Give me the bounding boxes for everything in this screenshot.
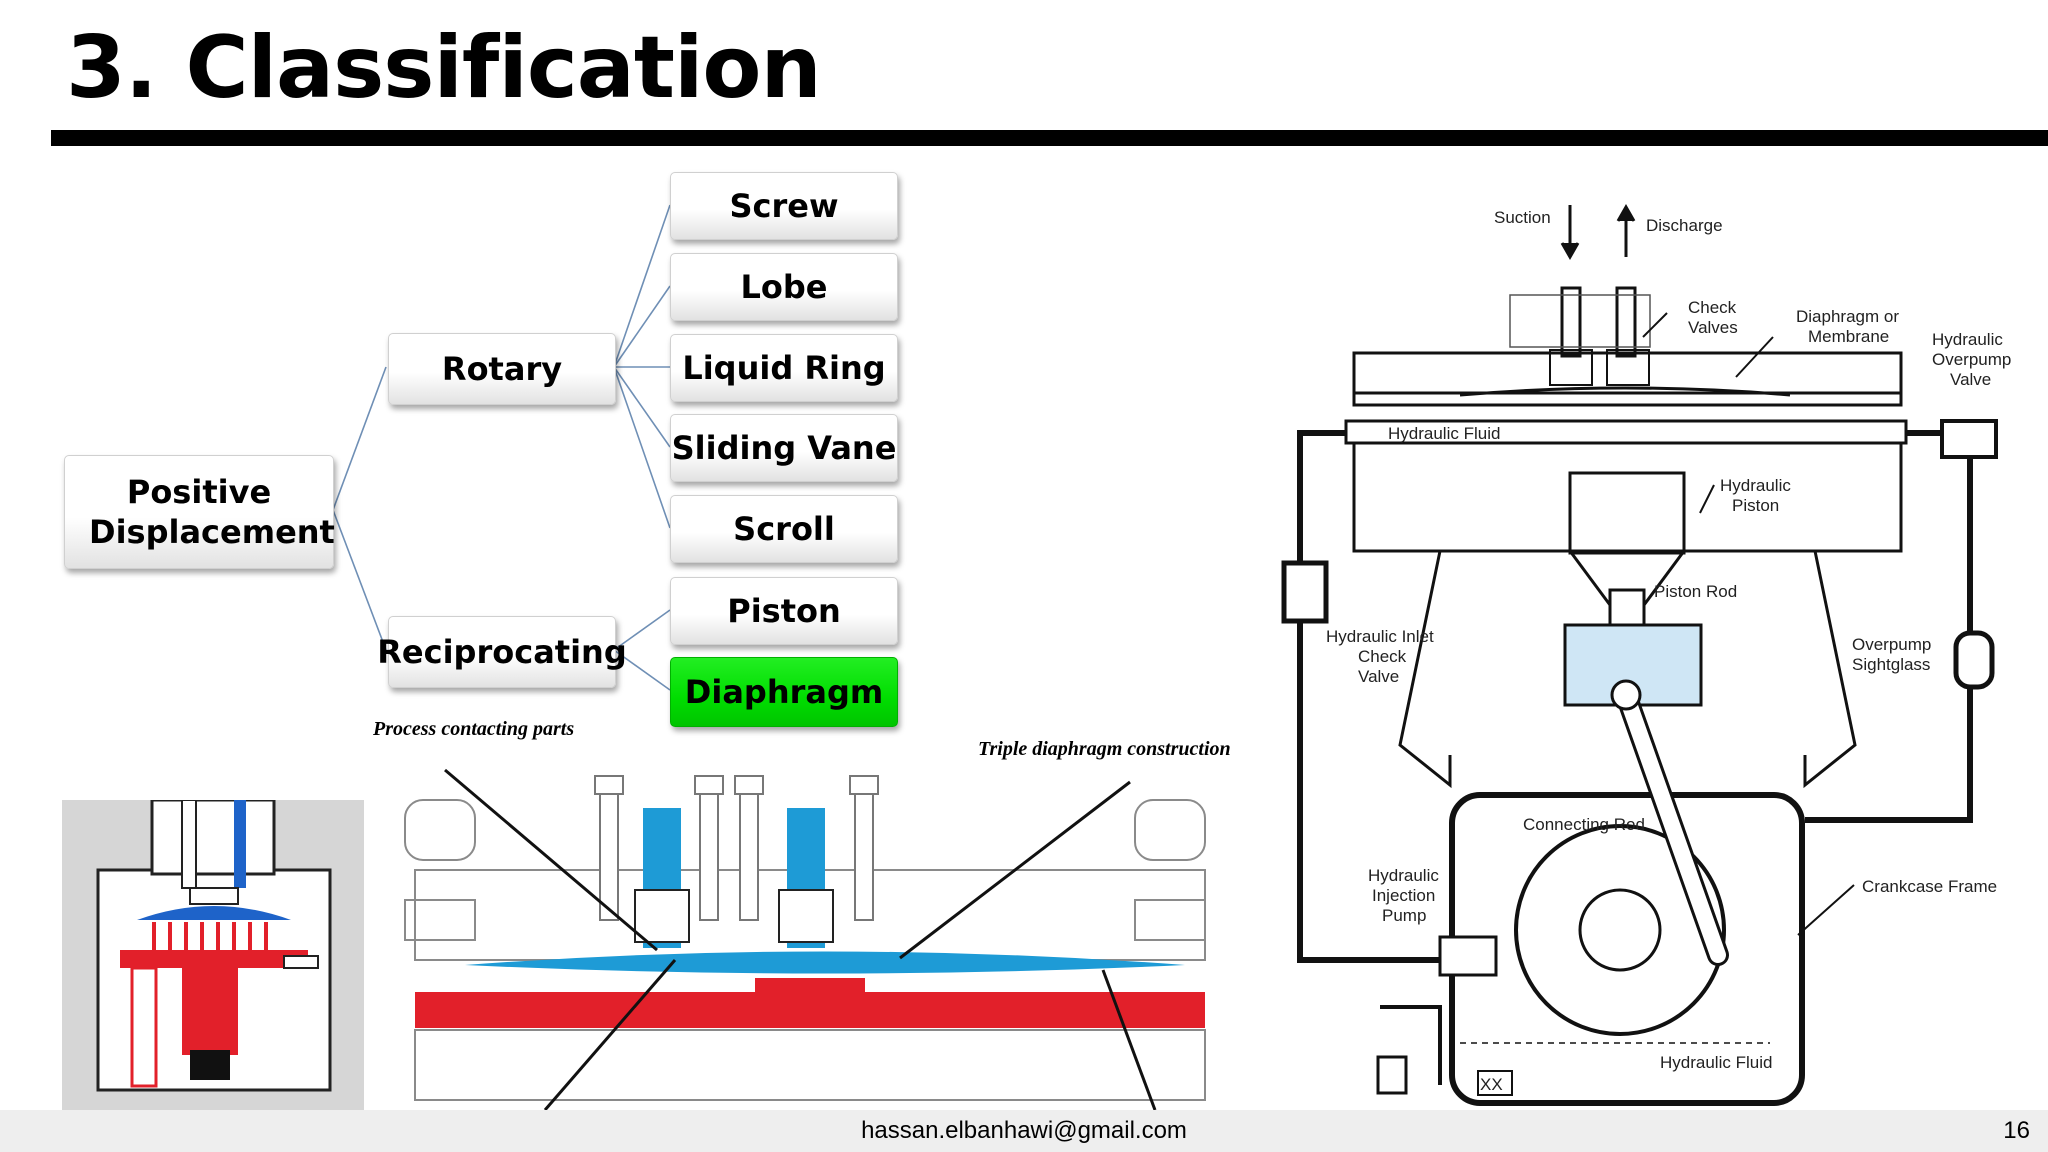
label-injection-pump-3: Pump xyxy=(1382,906,1426,925)
connector-root-reciprocating xyxy=(332,509,387,651)
label-inlet-check-2: Check xyxy=(1358,647,1407,666)
caption-process-contacting-parts: Process contacting parts xyxy=(373,718,575,740)
connector-rotary-screw xyxy=(613,204,671,368)
label-overpump-valve-3: Valve xyxy=(1950,370,1991,389)
node-diaphragm-highlighted: Diaphragm xyxy=(670,657,898,727)
triple-diaphragm-figure xyxy=(395,760,1215,1110)
label-inlet-check-3: Valve xyxy=(1358,667,1399,686)
label-hydraulic-piston-1: Hydraulic xyxy=(1720,476,1791,495)
node-lobe: Lobe xyxy=(670,253,898,321)
label-connecting-rod: Connecting Rod xyxy=(1523,815,1645,834)
connector-recip-piston xyxy=(613,609,671,651)
label-injection-pump-1: Hydraulic xyxy=(1368,866,1439,885)
node-scroll: Scroll xyxy=(670,495,898,563)
node-positive-displacement-label: Positive Displacement xyxy=(89,473,335,551)
node-positive-displacement: Positive Displacement xyxy=(64,455,335,569)
node-liquid-ring: Liquid Ring xyxy=(670,334,898,402)
label-sightglass-1: Overpump xyxy=(1852,635,1931,654)
label-piston-rod: Piston Rod xyxy=(1654,582,1737,601)
node-reciprocating: Reciprocating xyxy=(377,616,627,688)
label-hydraulic-fluid-bottom: Hydraulic Fluid xyxy=(1660,1053,1772,1072)
tree-connectors xyxy=(332,204,671,691)
label-diaphragm-1: Diaphragm or xyxy=(1796,307,1899,326)
title-underline xyxy=(51,130,2048,146)
node-piston: Piston xyxy=(670,577,898,645)
label-injection-pump-2: Injection xyxy=(1372,886,1435,905)
label-inlet-check-1: Hydraulic Inlet xyxy=(1326,627,1434,646)
node-reciprocating-label: Reciprocating xyxy=(377,633,627,671)
footer-bar xyxy=(0,1110,2048,1152)
label-hydraulic-piston-2: Piston xyxy=(1732,496,1779,515)
connector-rotary-sliding-vane xyxy=(613,366,671,448)
slide-title: 3. Classification xyxy=(66,18,822,118)
connector-rotary-scroll xyxy=(613,366,671,529)
node-rotary: Rotary xyxy=(388,333,616,405)
label-overpump-valve-2: Overpump xyxy=(1932,350,2011,369)
connector-rotary-lobe xyxy=(613,285,671,368)
node-rotary-label: Rotary xyxy=(441,350,563,388)
node-piston-label: Piston xyxy=(727,592,841,630)
connector-root-rotary xyxy=(332,366,387,511)
pump-cross-section-small xyxy=(62,800,364,1110)
label-diaphragm-2: Membrane xyxy=(1808,327,1889,346)
label-xx: XX xyxy=(1480,1075,1503,1094)
label-overpump-valve-1: Hydraulic xyxy=(1932,330,2003,349)
label-hydraulic-fluid-top: Hydraulic Fluid xyxy=(1388,424,1500,443)
label-check-valves-1: Check xyxy=(1688,298,1737,317)
diaphragm-pump-schematic: Suction Discharge Check Valves Diaphragm… xyxy=(1281,203,2011,1106)
page-number: 16 xyxy=(2003,1117,2030,1144)
node-scroll-label: Scroll xyxy=(733,510,835,548)
node-lobe-label: Lobe xyxy=(740,268,828,306)
label-discharge: Discharge xyxy=(1646,216,1723,235)
label-sightglass-2: Sightglass xyxy=(1852,655,1930,674)
label-crankcase: Crankcase Frame xyxy=(1862,877,1997,896)
label-check-valves-2: Valves xyxy=(1688,318,1738,337)
caption-triple-diaphragm: Triple diaphragm construction xyxy=(978,738,1231,760)
node-sliding-vane-label: Sliding Vane xyxy=(671,429,897,467)
node-sliding-vane: Sliding Vane xyxy=(670,414,898,482)
node-liquid-ring-label: Liquid Ring xyxy=(682,349,886,387)
node-diaphragm-label: Diaphragm xyxy=(684,673,884,711)
node-screw-label: Screw xyxy=(729,187,839,225)
footer-email: hassan.elbanhawi@gmail.com xyxy=(861,1117,1187,1144)
connector-recip-diaphragm xyxy=(613,649,671,691)
node-screw: Screw xyxy=(670,172,898,240)
label-suction: Suction xyxy=(1494,208,1551,227)
